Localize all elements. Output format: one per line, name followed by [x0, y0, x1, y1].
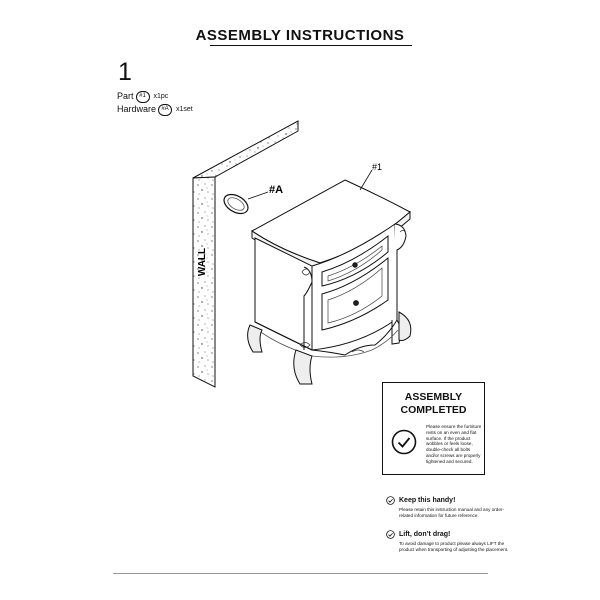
tip-lift-dont-drag: Lift, don’t drag! To avoid damage to pro… — [386, 530, 509, 553]
hardware-id-badge: #A — [158, 103, 173, 116]
tip-keep-handy: Keep this handy! Please retain this inst… — [386, 496, 506, 519]
part-label: Part — [117, 91, 134, 101]
hardware-leader-line — [247, 191, 269, 200]
parts-list: Part #1 x1pc Hardware #A x1set — [117, 90, 193, 116]
part-row: Part #1 x1pc — [117, 90, 193, 103]
tip-title: Keep this handy! — [399, 497, 456, 504]
check-circle-icon — [386, 530, 395, 539]
title-underline — [210, 45, 412, 46]
completed-title-line2: COMPLETED — [400, 404, 467, 416]
tip-body: To avoid damage to product please always… — [399, 541, 509, 552]
wall-illustration — [192, 120, 299, 388]
assembly-completed-panel: ASSEMBLY COMPLETED Please ensure the fur… — [382, 382, 485, 475]
completed-note: Please ensure the furniture rests on an … — [426, 424, 482, 464]
tip-title: Lift, don’t drag! — [399, 531, 451, 538]
part-leader-line — [359, 169, 373, 191]
hardware-callout: #A — [269, 184, 283, 196]
part-quantity: x1pc — [153, 93, 169, 100]
page-title: ASSEMBLY INSTRUCTIONS — [195, 27, 405, 44]
part-id-badge: #1 — [135, 90, 150, 103]
hardware-row: Hardware #A x1set — [117, 103, 193, 116]
check-circle-icon — [386, 496, 395, 505]
step-number: 1 — [118, 58, 132, 86]
completed-title-line1: ASSEMBLY — [404, 391, 463, 403]
check-circle-icon — [391, 429, 417, 455]
part-callout: #1 — [372, 162, 382, 172]
wall-anchor-hardware — [223, 193, 249, 215]
hardware-quantity: x1set — [176, 106, 193, 113]
tip-body: Please retain this instruction manual an… — [399, 507, 504, 518]
completed-title: ASSEMBLY COMPLETED — [383, 391, 484, 417]
wall-label: WALL — [197, 248, 208, 276]
nightstand-illustration — [247, 179, 412, 385]
footer-divider — [113, 573, 488, 574]
hardware-label: Hardware — [117, 104, 157, 114]
